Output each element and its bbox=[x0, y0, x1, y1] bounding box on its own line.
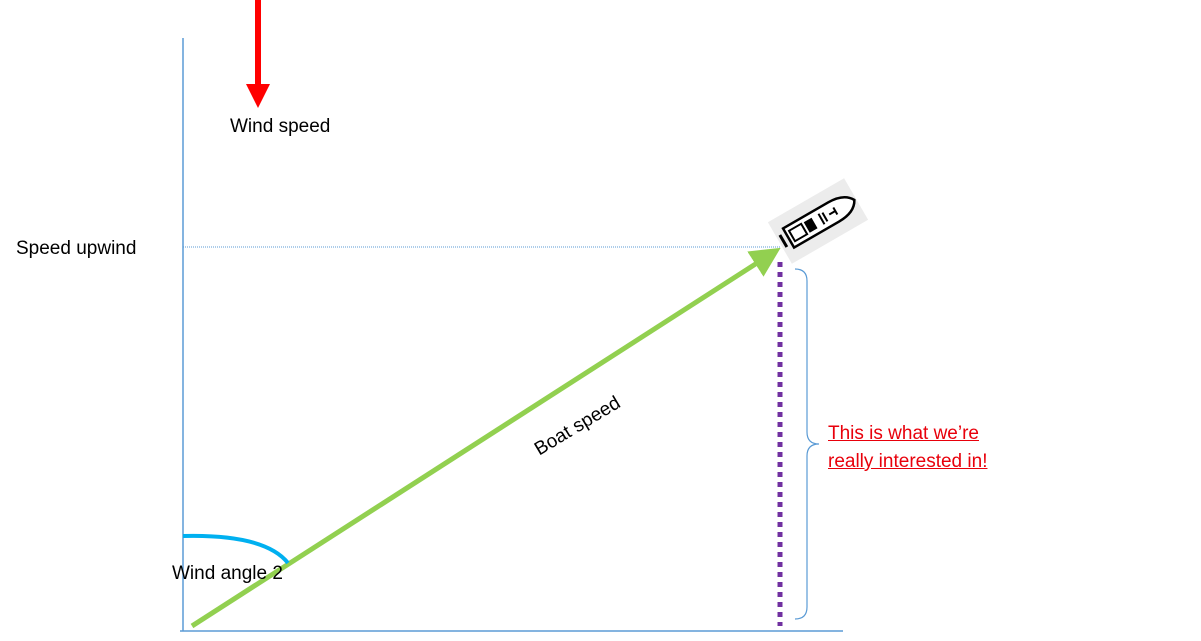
interest-note-line-1: This is what we’re bbox=[828, 423, 979, 444]
wind-angle-label: Wind angle 2 bbox=[172, 563, 283, 584]
interest-note-line-2: really interested in! bbox=[828, 451, 988, 472]
interest-note: This is what we’re really interested in! bbox=[828, 420, 1038, 476]
brace bbox=[794, 268, 820, 620]
boat-icon bbox=[767, 178, 869, 264]
wind-angle-arc bbox=[182, 533, 290, 565]
boat-speed-vector bbox=[190, 247, 781, 629]
speed-upwind-label: Speed upwind bbox=[16, 238, 137, 259]
wind-speed-label: Wind speed bbox=[230, 116, 331, 137]
down-arrow-icon bbox=[246, 0, 270, 108]
